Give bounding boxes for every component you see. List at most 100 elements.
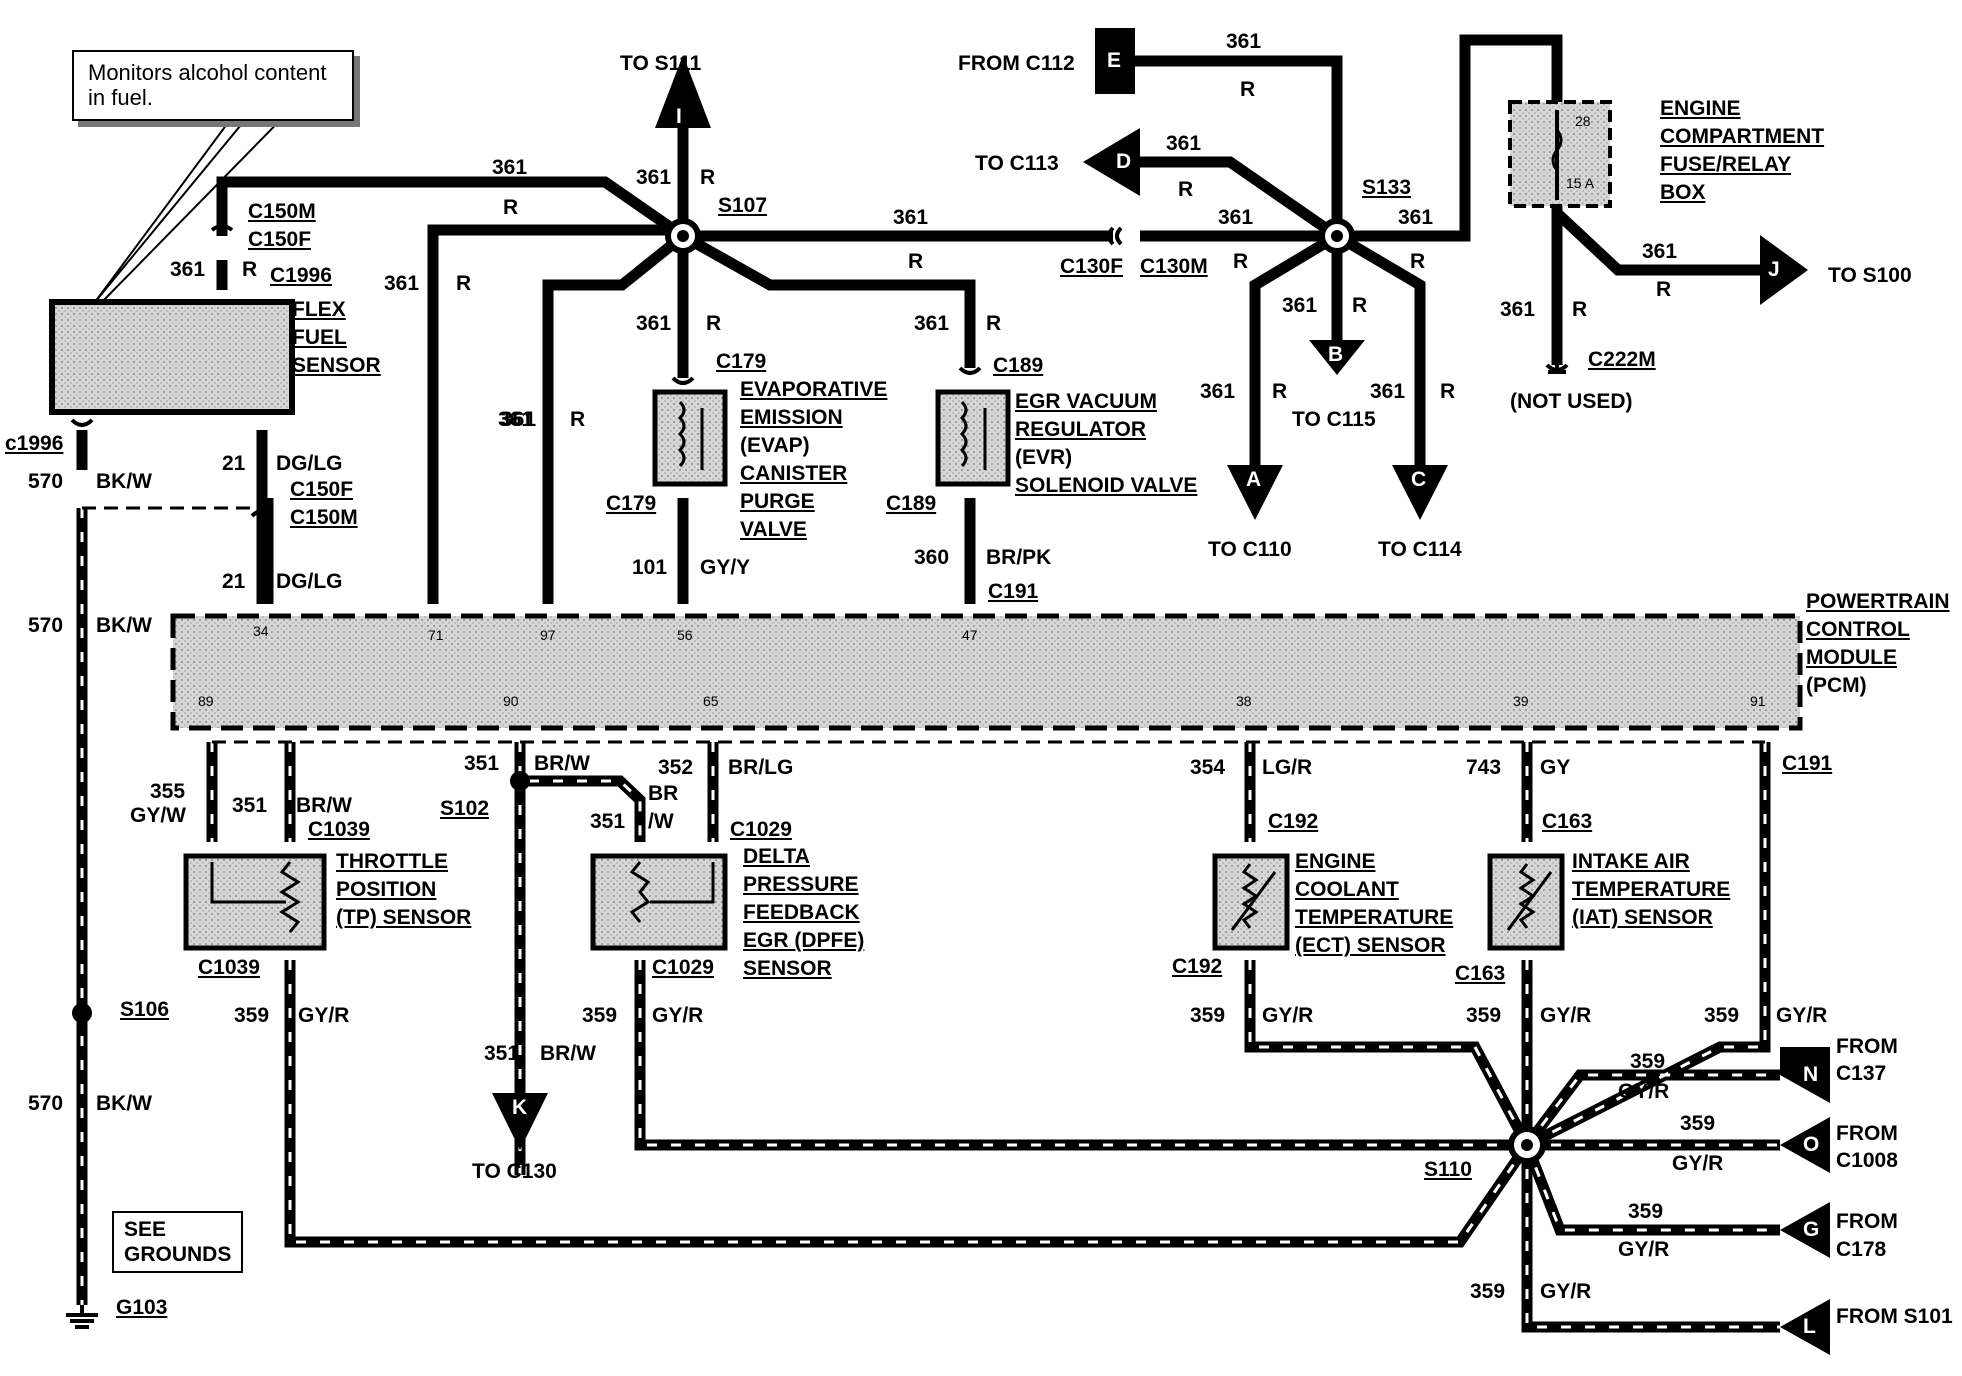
wire-355: 355: [150, 780, 186, 803]
label-to-c115: TO C115: [1292, 408, 1376, 431]
label-from-c178-a: FROM: [1836, 1210, 1898, 1233]
letter-E: E: [1107, 49, 1122, 72]
wire-gyy: GY/Y: [700, 556, 751, 579]
evap-label-3: CANISTER: [740, 462, 848, 485]
ground-symbol: [66, 1305, 98, 1329]
pcm-label-1: CONTROL: [1806, 618, 1910, 641]
wire-21: 21: [222, 452, 246, 475]
conn-c1039-bottom: C1039: [198, 956, 260, 979]
splice-s106: [72, 1003, 92, 1023]
wires-361: [216, 34, 1770, 604]
splice-s110-label: S110: [1424, 1158, 1472, 1181]
letter-A: A: [1246, 468, 1262, 491]
label-from-c137-b: C137: [1836, 1062, 1887, 1085]
wire-r: R: [1440, 380, 1456, 403]
wire-361: 361: [1166, 132, 1202, 155]
wire-361: 361: [501, 408, 537, 431]
label-to-s111: TO S111: [620, 52, 702, 75]
pcm-label-0: POWERTRAIN: [1806, 590, 1950, 613]
letter-L: L: [1803, 1315, 1816, 1338]
wire-dglg: DG/LG: [276, 570, 343, 593]
wire-gyr: GY/R: [652, 1004, 704, 1027]
wire-359: 359: [1680, 1112, 1716, 1135]
arrow-B: [1309, 340, 1365, 375]
conn-c150m-top: C150M: [248, 200, 316, 223]
wire-r: R: [700, 166, 716, 189]
wire-gy: GY: [1540, 756, 1571, 779]
fuse-box-label-1: COMPARTMENT: [1660, 125, 1825, 148]
pcm-pin-90: 90: [503, 693, 519, 709]
ect-label-1: COOLANT: [1295, 878, 1399, 901]
wire-brlg: BR/LG: [728, 756, 794, 779]
wire-r: R: [456, 272, 472, 295]
arrow-J: [1760, 235, 1808, 305]
wire-361: 361: [1282, 294, 1318, 317]
dpfe-label-3: EGR (DPFE): [743, 929, 865, 952]
wire-361: 361: [636, 312, 672, 335]
conn-c222m: C222M: [1588, 348, 1656, 371]
label-from-c1008-a: FROM: [1836, 1122, 1898, 1145]
wire-359: 359: [234, 1004, 270, 1027]
tp-label-1: POSITION: [336, 878, 437, 901]
wire-r: R: [908, 250, 924, 273]
wire-359: 359: [1630, 1050, 1666, 1073]
arrow-A: [1227, 465, 1283, 520]
wire-361: 361: [170, 258, 206, 281]
ect-label-3: (ECT) SENSOR: [1295, 934, 1446, 957]
wire-gyr: GY/R: [1262, 1004, 1314, 1027]
conn-c189-top: C189: [993, 354, 1044, 377]
wire-361: 361: [1200, 380, 1236, 403]
label-from-c137-a: FROM: [1836, 1035, 1898, 1058]
pcm-label-2: MODULE: [1806, 646, 1897, 669]
pcm-pin-65: 65: [703, 693, 719, 709]
ground-g103-label: G103: [116, 1296, 168, 1319]
splices: [72, 218, 1546, 1164]
conn-c1029-bottom: C1029: [652, 956, 714, 979]
label-not-used: (NOT USED): [1510, 390, 1633, 413]
wire-r: R: [1178, 178, 1194, 201]
conn-c130m: C130M: [1140, 255, 1208, 278]
arrow-N: [1780, 1047, 1830, 1103]
evap-label-1: EMISSION: [740, 406, 843, 429]
letter-C: C: [1411, 468, 1427, 491]
label-from-c1008-b: C1008: [1836, 1149, 1898, 1172]
dpfe-label-2: FEEDBACK: [743, 901, 860, 924]
wire-gyr: GY/R: [1540, 1280, 1592, 1303]
letter-J: J: [1768, 258, 1780, 281]
label-to-c130: TO C130: [472, 1160, 557, 1183]
wire-361: 361: [893, 206, 929, 229]
splice-s102-label: S102: [440, 797, 490, 820]
pcm-label-3: (PCM): [1806, 674, 1867, 697]
wire-361: 361: [636, 166, 672, 189]
label-from-s101: FROM S101: [1836, 1305, 1953, 1328]
letter-O: O: [1803, 1133, 1820, 1156]
label-to-c114: TO C114: [1378, 538, 1462, 561]
pcm-pin-89: 89: [198, 693, 214, 709]
wire-r: R: [1656, 278, 1672, 301]
splice-s133-label: S133: [1362, 176, 1412, 199]
conn-c179-top: C179: [716, 350, 767, 373]
wire-570: 570: [28, 614, 64, 637]
letter-I: I: [676, 105, 682, 128]
hatched-wires: [76, 430, 1780, 1333]
evr-label-0: EGR VACUUM: [1015, 390, 1157, 413]
wire-570: 570: [28, 470, 64, 493]
fuse-box: [1508, 100, 1612, 208]
wire-360: 360: [914, 546, 950, 569]
pcm-pin-38: 38: [1236, 693, 1252, 709]
conn-c191-top: C191: [988, 580, 1039, 603]
conn-c150f-top: C150F: [248, 228, 312, 251]
wire-r: R: [706, 312, 722, 335]
wire-359: 359: [1466, 1004, 1502, 1027]
grounds-line-1: GROUNDS: [124, 1243, 232, 1267]
wire-361: 361: [1398, 206, 1434, 229]
conn-c179-bottom: C179: [606, 492, 657, 515]
conn-c189-bottom: C189: [886, 492, 937, 515]
wire-361: 361: [1500, 298, 1536, 321]
wire-359: 359: [1704, 1004, 1740, 1027]
dpfe-label-0: DELTA: [743, 845, 810, 868]
evap-label-4: PURGE: [740, 490, 815, 513]
fuse-rating: 15 A: [1566, 175, 1595, 191]
